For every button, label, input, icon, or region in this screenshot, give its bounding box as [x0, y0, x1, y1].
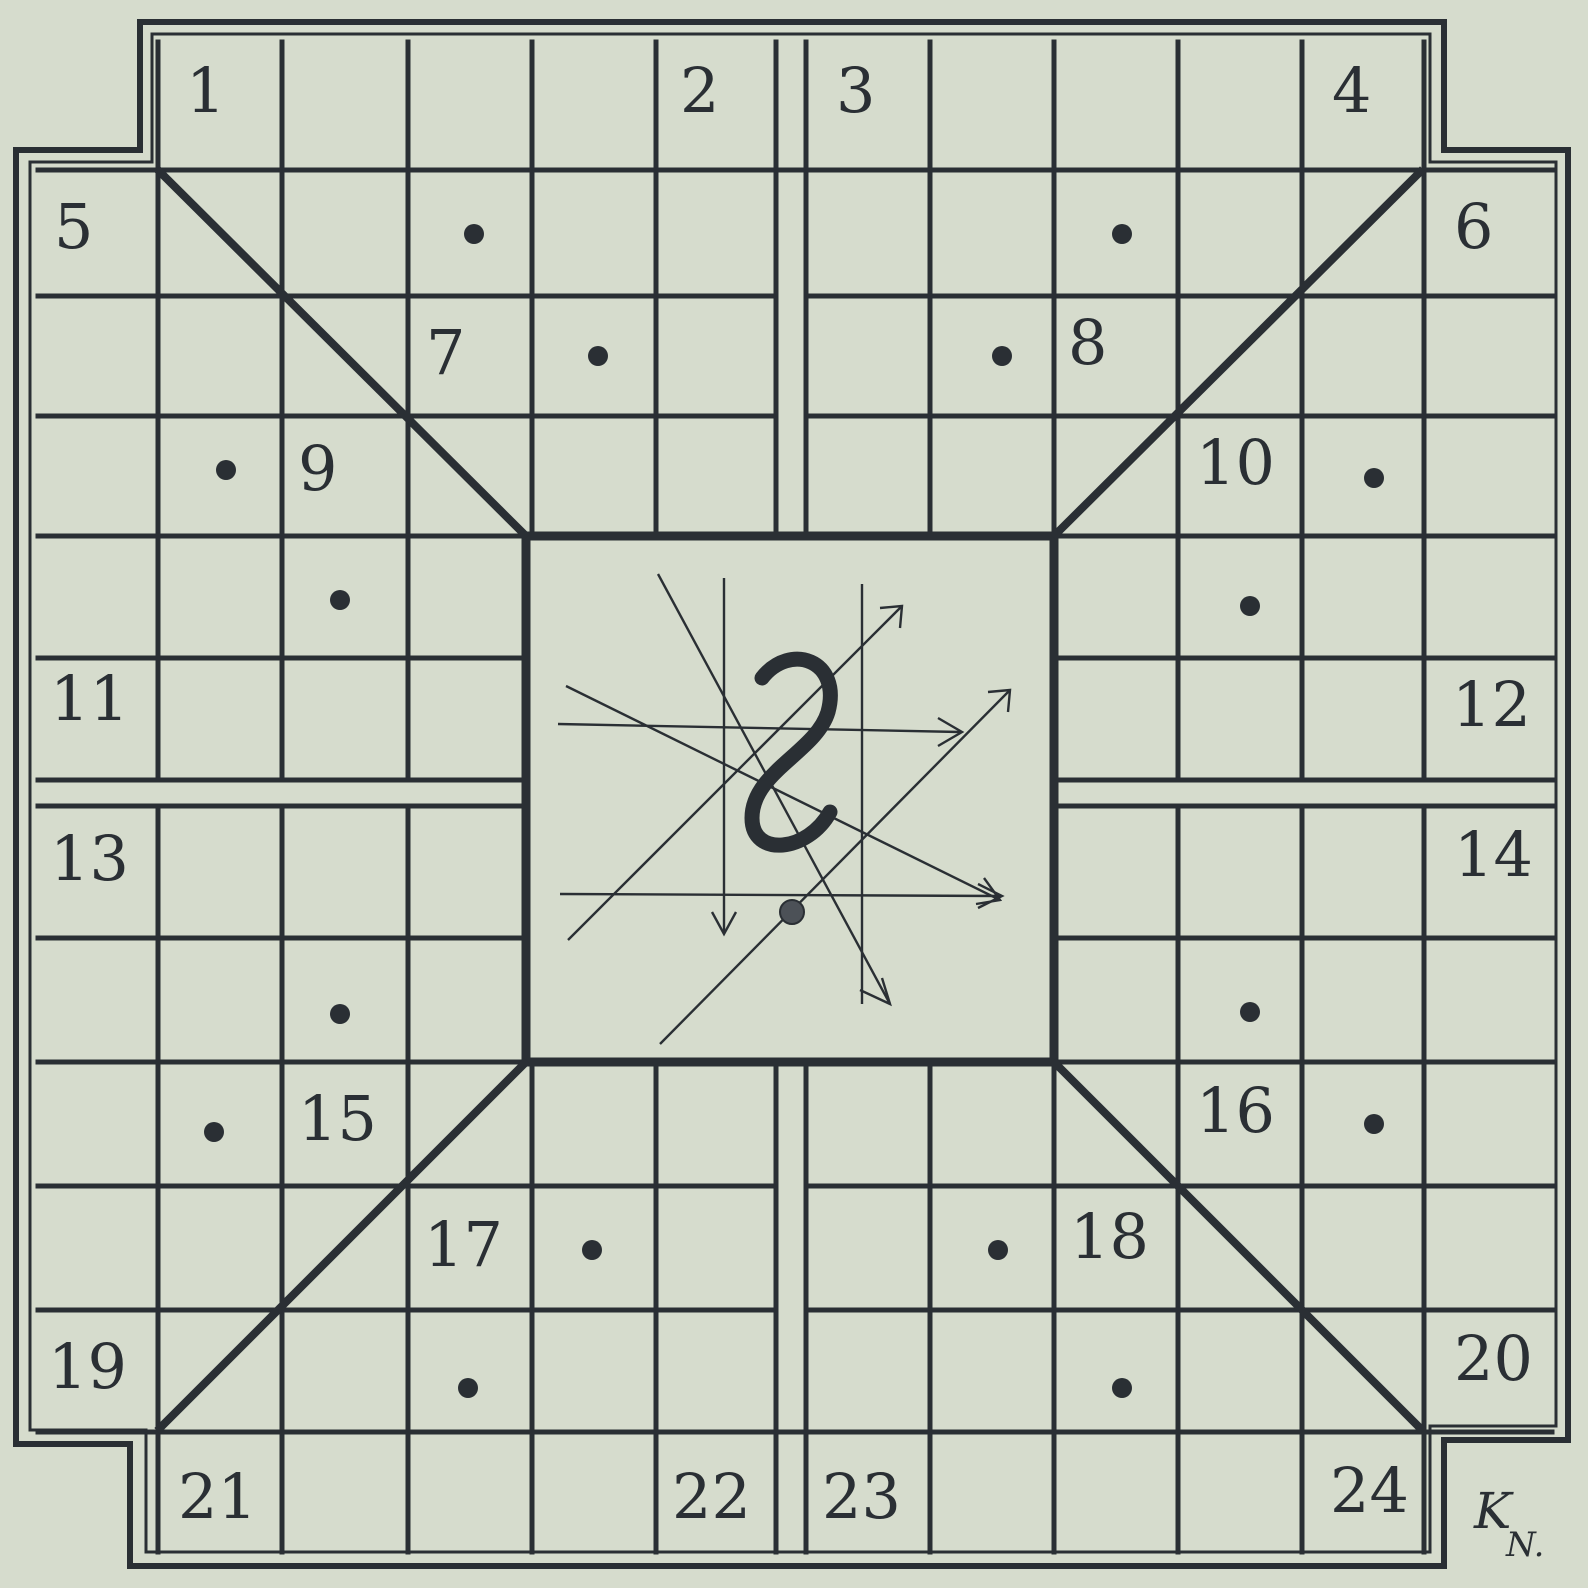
dot-marker: [1240, 1002, 1260, 1022]
dot-marker: [988, 1240, 1008, 1260]
dot-marker: [204, 1122, 224, 1142]
dot-marker: [1364, 1114, 1384, 1134]
square-number-16: 16: [1196, 1074, 1275, 1147]
dot-marker: [1112, 1378, 1132, 1398]
square-number-9: 9: [298, 432, 337, 505]
square-number-15: 15: [298, 1082, 377, 1155]
square-number-3: 3: [836, 54, 875, 127]
square-number-21: 21: [178, 1460, 257, 1533]
square-number-7: 7: [426, 316, 465, 389]
dot-marker: [330, 590, 350, 610]
square-number-8: 8: [1068, 306, 1107, 379]
square-number-12: 12: [1452, 668, 1531, 741]
square-number-1: 1: [186, 54, 225, 127]
square-number-23: 23: [822, 1460, 901, 1533]
square-number-4: 4: [1332, 54, 1371, 127]
dot-marker: [1112, 224, 1132, 244]
dot-marker: [1240, 596, 1260, 616]
dot-marker: [992, 346, 1012, 366]
signature-suffix: N.: [1505, 1525, 1544, 1565]
dot-marker: [464, 224, 484, 244]
square-number-17: 17: [424, 1208, 503, 1281]
square-number-2: 2: [680, 54, 719, 127]
dot-marker: [1364, 468, 1384, 488]
dot-marker: [582, 1240, 602, 1260]
dot-marker: [588, 346, 608, 366]
square-number-6: 6: [1454, 190, 1493, 263]
square-number-10: 10: [1196, 426, 1275, 499]
square-number-13: 13: [50, 822, 129, 895]
square-number-18: 18: [1070, 1200, 1149, 1273]
dot-marker: [330, 1004, 350, 1024]
dot-marker: [216, 460, 236, 480]
square-number-11: 11: [50, 662, 129, 735]
square-number-19: 19: [48, 1330, 127, 1403]
square-number-24: 24: [1330, 1454, 1409, 1527]
square-number-20: 20: [1454, 1322, 1533, 1395]
square-number-14: 14: [1454, 818, 1533, 891]
center-dot-marker: [780, 900, 804, 924]
dot-marker: [458, 1378, 478, 1398]
square-number-5: 5: [54, 190, 93, 263]
square-number-22: 22: [672, 1460, 751, 1533]
